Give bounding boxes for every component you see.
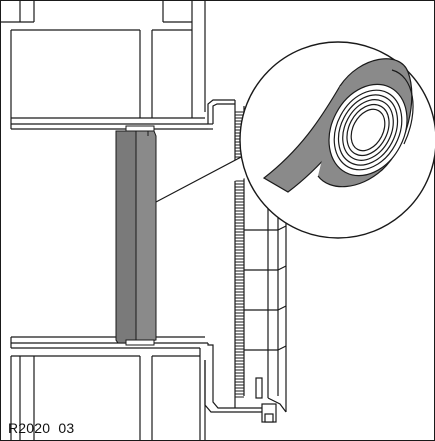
- insulation-tape-roll-icon: [262, 58, 414, 193]
- bottom-clip: [255, 377, 277, 423]
- upper-shelf-board: [10, 117, 208, 130]
- sealing-tape-strip: [115, 125, 157, 346]
- upper-mounting-bracket: [207, 99, 235, 130]
- lower-shelf-board: [10, 336, 208, 349]
- figure-reference-code: R2020 03: [8, 420, 75, 436]
- lower-mounting-bracket: [204, 343, 266, 413]
- upper-cabinet-frame: [0, 0, 206, 118]
